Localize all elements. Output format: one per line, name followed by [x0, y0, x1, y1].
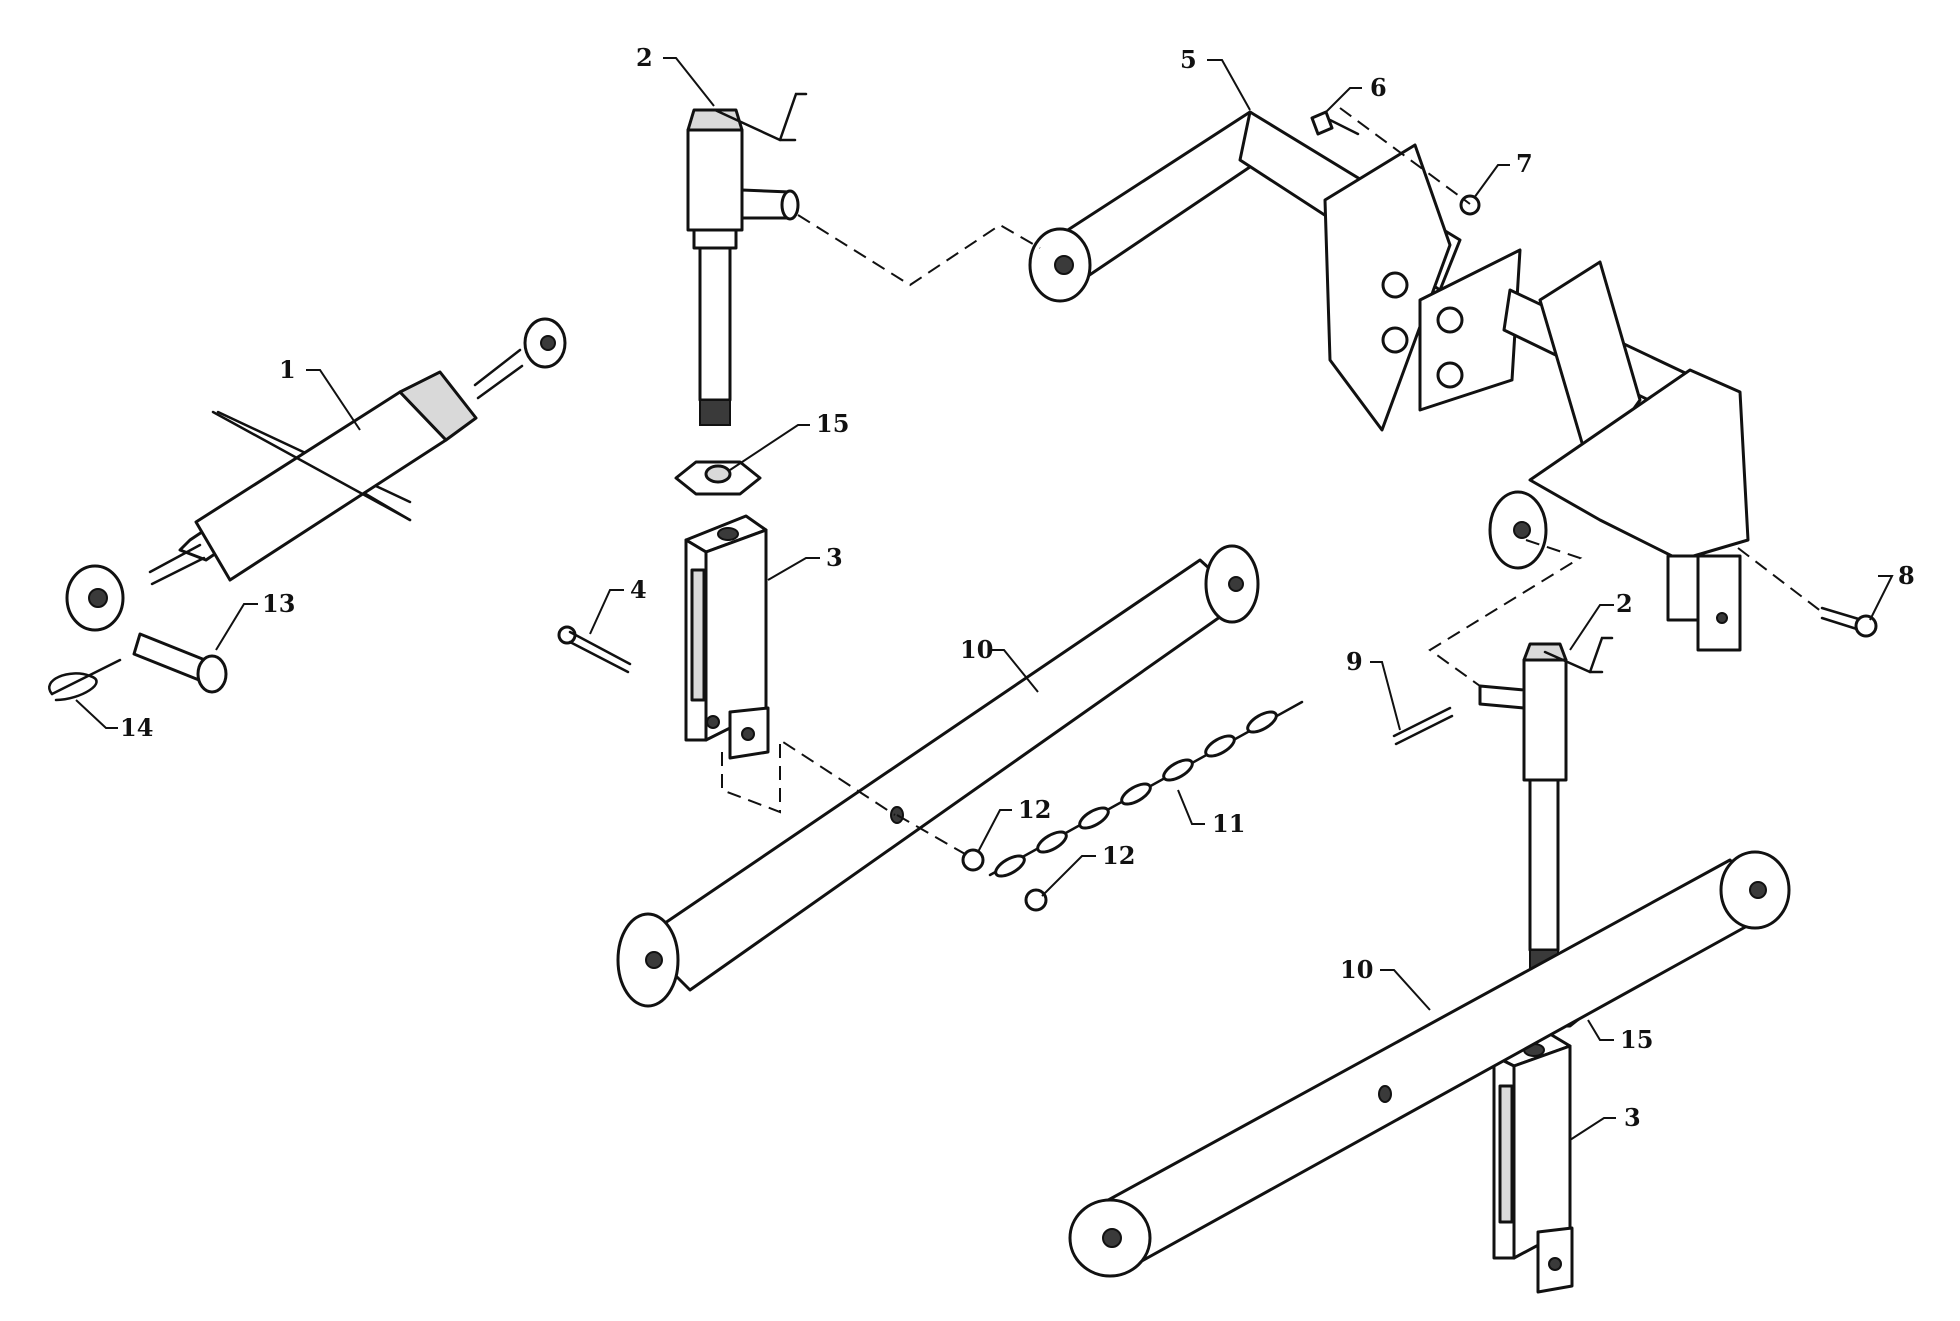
lower-link-right — [1068, 850, 1791, 1278]
callout-4: 4 — [630, 575, 647, 604]
callout-10-left: 10 — [960, 635, 993, 664]
callout-3-left: 3 — [826, 543, 843, 572]
callout-2-left: 2 — [636, 43, 653, 72]
callout-6: 6 — [1370, 73, 1387, 102]
cotter-pin — [1392, 706, 1454, 746]
bolt-small — [1310, 110, 1360, 136]
nut-small — [1459, 194, 1481, 216]
callout-12-a: 12 — [1018, 795, 1051, 824]
callout-15-right: 15 — [1620, 1025, 1653, 1054]
callout-8: 8 — [1898, 561, 1915, 590]
callout-12-b: 12 — [1102, 841, 1135, 870]
bolt-right — [1820, 606, 1878, 638]
callout-3-right: 3 — [1624, 1103, 1641, 1132]
callout-leaders — [75, 57, 1894, 1141]
lower-link-left — [616, 544, 1260, 1008]
assembly-lines — [721, 107, 1823, 859]
check-chain — [988, 700, 1304, 878]
lift-rod-right — [1478, 636, 1614, 979]
clevis-left — [684, 514, 770, 760]
bolt — [557, 625, 632, 674]
callout-7: 7 — [1516, 149, 1533, 178]
callout-13: 13 — [262, 589, 295, 618]
hex-nut-left — [674, 460, 762, 496]
top-link-turnbuckle — [65, 317, 567, 632]
clevis-right — [1492, 1032, 1574, 1294]
callout-5: 5 — [1180, 45, 1197, 74]
callout-9: 9 — [1346, 647, 1363, 676]
chain-nuts — [961, 848, 1048, 912]
callout-numbers: 1 2 2 3 3 4 5 6 7 8 9 10 10 11 12 12 13 … — [120, 43, 1915, 1132]
lift-rod-left — [686, 92, 808, 426]
callout-14: 14 — [120, 713, 153, 742]
callout-1: 1 — [279, 355, 296, 384]
cross-shaft-frame — [1028, 110, 1750, 652]
callout-15-left: 15 — [816, 409, 849, 438]
clevis-pin — [132, 632, 228, 694]
callout-10-right: 10 — [1340, 955, 1373, 984]
linch-pin — [48, 658, 122, 702]
callout-2-right: 2 — [1616, 589, 1633, 618]
callout-11: 11 — [1212, 809, 1245, 838]
